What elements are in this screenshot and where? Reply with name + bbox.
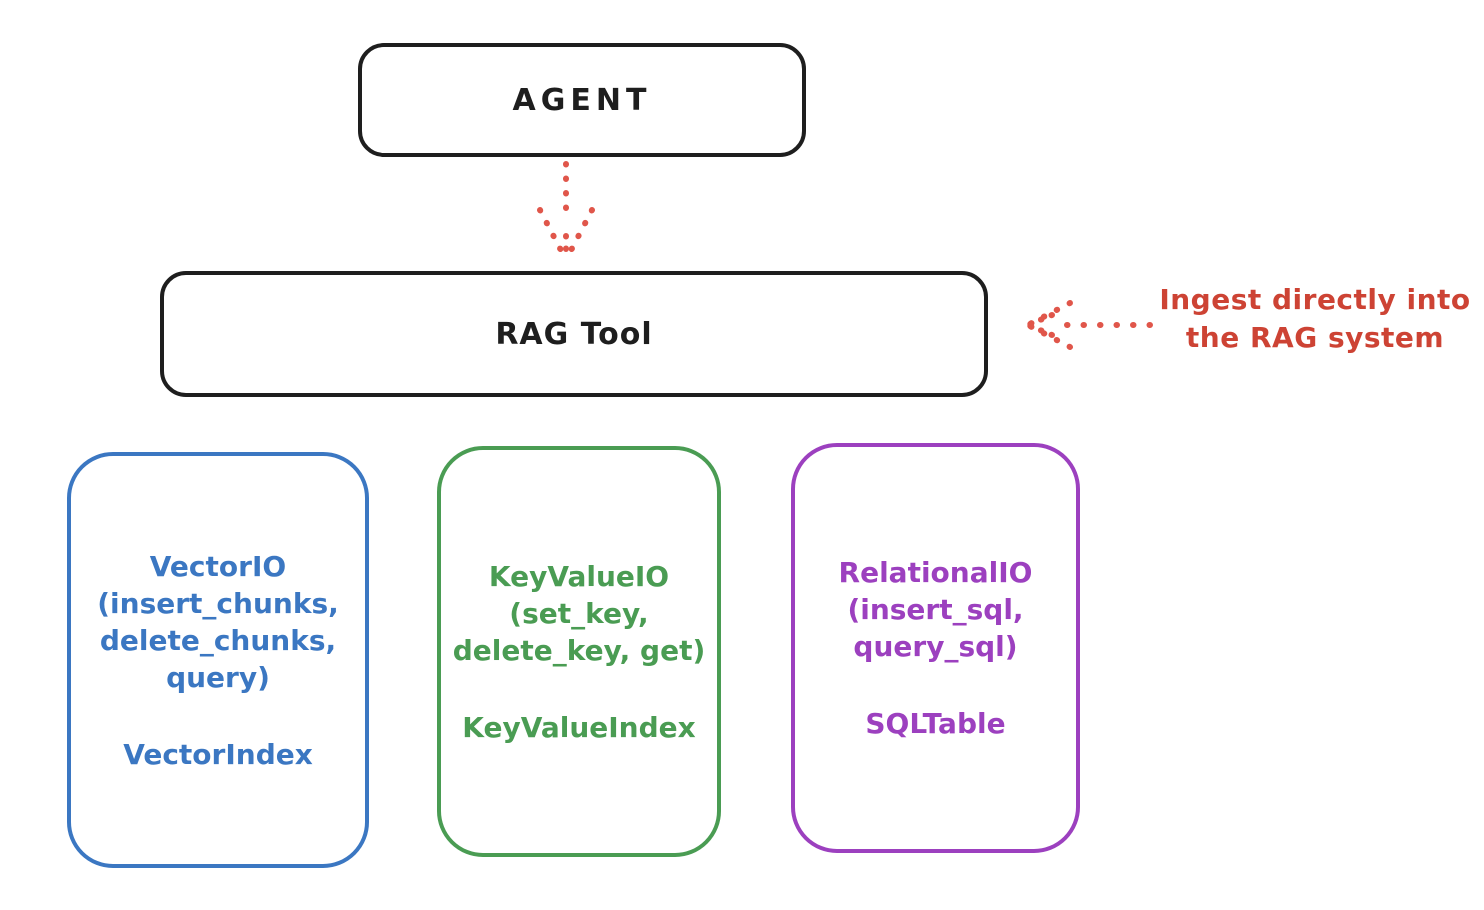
key-value-index-label: KeyValueIndex	[462, 710, 696, 744]
rag-tool-node: RAG Tool	[160, 271, 988, 397]
key-value-io-line: (set_key,	[509, 596, 649, 630]
relational-io-node: RelationalIO (insert_sql, query_sql) SQL…	[791, 443, 1080, 853]
agent-label: AGENT	[512, 82, 652, 118]
sql-table-label: SQLTable	[865, 707, 1006, 740]
vector-io-line: VectorIO	[149, 549, 287, 583]
relational-io-line: (insert_sql,	[847, 593, 1024, 626]
agent-to-rag-arrow-icon	[537, 161, 595, 263]
relational-io-line: query_sql)	[853, 630, 1018, 663]
ingest-annotation-line-1: Ingest directly into	[1159, 283, 1471, 316]
key-value-io-line: delete_key, get)	[452, 633, 706, 667]
vector-io-node: VectorIO (insert_chunks, delete_chunks, …	[67, 452, 369, 868]
relational-io-body: RelationalIO (insert_sql, query_sql) SQL…	[795, 554, 1076, 742]
key-value-io-body: KeyValueIO (set_key, delete_key, get) Ke…	[441, 558, 717, 746]
vector-io-line: (insert_chunks,	[97, 586, 339, 620]
vector-io-line: delete_chunks,	[99, 623, 337, 657]
rag-tool-label: RAG Tool	[495, 316, 653, 352]
annotation-arrow-icon	[1025, 300, 1153, 350]
ingest-annotation: Ingest directly into the RAG system	[1145, 281, 1484, 357]
vector-index-label: VectorIndex	[123, 737, 313, 771]
vector-io-body: VectorIO (insert_chunks, delete_chunks, …	[71, 548, 365, 773]
vector-io-line: query)	[166, 660, 270, 694]
relational-io-line: RelationalIO	[838, 556, 1033, 589]
ingest-annotation-line-2: the RAG system	[1185, 321, 1445, 354]
key-value-io-line: KeyValueIO	[488, 559, 670, 593]
agent-node: AGENT	[358, 43, 806, 157]
key-value-io-node: KeyValueIO (set_key, delete_key, get) Ke…	[437, 446, 721, 857]
